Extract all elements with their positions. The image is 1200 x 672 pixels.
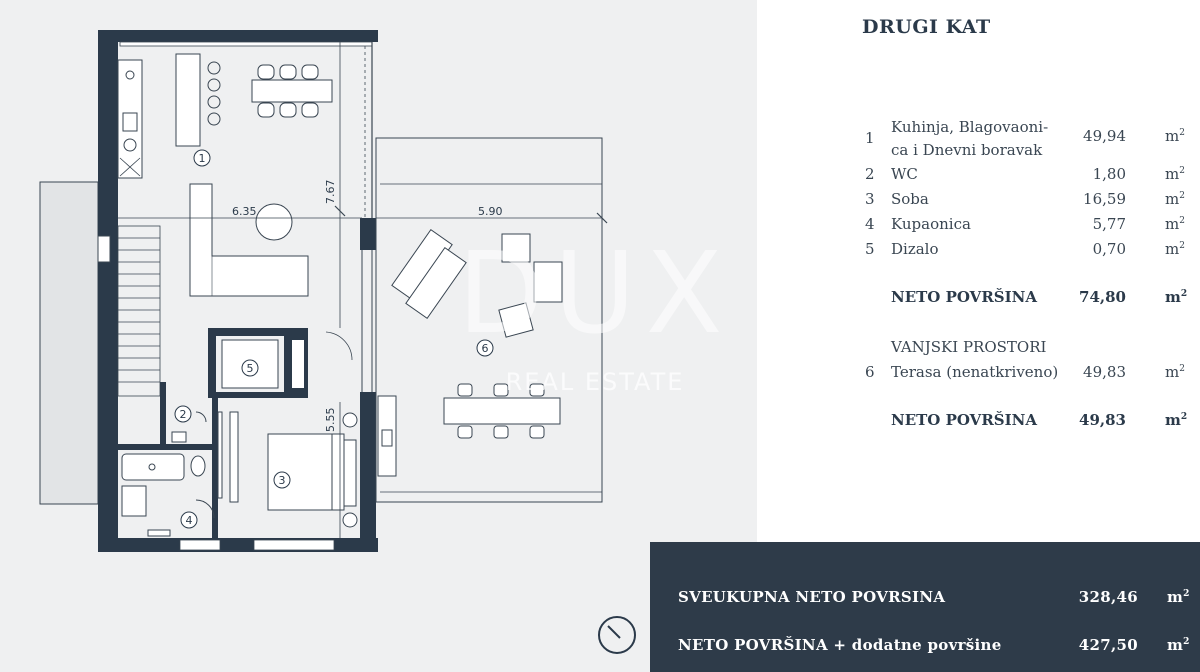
- sofa: [189, 183, 309, 297]
- marker-3: 3: [279, 474, 286, 487]
- room-area: 5,77: [1092, 215, 1126, 233]
- outer-wall-bottom: [98, 538, 378, 552]
- room-number: 2: [865, 165, 875, 183]
- room-unit: m2: [1165, 165, 1185, 183]
- net-area-label: NETO POVRŠINA: [891, 288, 1037, 306]
- terrace: [375, 137, 603, 503]
- outdoor-net-area-label: NETO POVRŠINA: [891, 411, 1037, 429]
- kitchen-counter: [117, 59, 143, 179]
- dining-table: [251, 79, 333, 103]
- extra-area-value: 427,50: [1078, 636, 1138, 654]
- marker-2: 2: [180, 408, 187, 421]
- marker-1: 1: [199, 152, 206, 165]
- marker-4: 4: [186, 514, 193, 527]
- totals-panel: SVEUKUPNA NETO POVRSINA 328,46 m2 NETO P…: [650, 542, 1200, 672]
- room-name: Soba: [891, 190, 929, 208]
- room-number: 1: [865, 129, 875, 147]
- room-name: Dizalo: [891, 240, 939, 258]
- outdoor-heading: VANJSKI PROSTORI: [891, 338, 1047, 356]
- dim-5-90: 5.90: [478, 205, 503, 218]
- room-unit: m2: [1165, 127, 1185, 145]
- room-area: 0,70: [1092, 240, 1126, 258]
- outer-wall-top: [98, 30, 378, 42]
- net-area-unit: m2: [1165, 288, 1188, 306]
- room-name: Kuhinja, Blagovaoni- ca i Dnevni boravak: [891, 116, 1061, 162]
- staircase-landing-hatch: [39, 181, 99, 505]
- dim-7-67: 7.67: [324, 180, 337, 205]
- net-area-value: 74,80: [1079, 288, 1126, 306]
- room-unit: m2: [1165, 190, 1185, 208]
- outer-wall-right-lower: [360, 392, 376, 552]
- bathtub: [121, 453, 185, 481]
- room-name: Terasa (nenatkriveno): [891, 363, 1059, 381]
- compass-icon: [598, 616, 636, 654]
- room-name: Kupaonica: [891, 215, 971, 233]
- dim-6-35: 6.35: [232, 205, 257, 218]
- room-number: 5: [865, 240, 875, 258]
- outer-wall-left: [98, 30, 118, 552]
- room-name: WC: [891, 165, 918, 183]
- marker-6: 6: [482, 342, 489, 355]
- room-unit: m2: [1165, 240, 1185, 258]
- total-net-area-unit: m2: [1167, 588, 1190, 606]
- room-name-line-2: ca i Dnevni boravak: [891, 141, 1043, 159]
- room-name-line-1: Kuhinja, Blagovaoni-: [891, 118, 1049, 136]
- room-number: 6: [865, 363, 875, 381]
- kitchen-island: [175, 53, 201, 147]
- dim-5-55: 5.55: [324, 408, 337, 433]
- room-area: 49,94: [1083, 127, 1126, 145]
- extra-area-label: NETO POVRŠINA + dodatne površine: [678, 636, 1002, 654]
- floor-plan: 6.35 7.67 5.90 5.55 1 2 3 4 5 6: [39, 30, 608, 552]
- total-net-area-label: SVEUKUPNA NETO POVRSINA: [678, 588, 946, 606]
- outdoor-net-area-unit: m2: [1165, 411, 1188, 429]
- extra-area-unit: m2: [1167, 636, 1190, 654]
- floor-title: DRUGI KAT: [862, 16, 991, 38]
- room-number: 3: [865, 190, 875, 208]
- room-area: 49,83: [1083, 363, 1126, 381]
- outdoor-net-area-value: 49,83: [1079, 411, 1126, 429]
- outer-wall-right-upper: [360, 218, 376, 250]
- room-area: 1,80: [1092, 165, 1126, 183]
- room-unit: m2: [1165, 215, 1185, 233]
- room-number: 4: [865, 215, 875, 233]
- total-net-area-value: 328,46: [1078, 588, 1138, 606]
- room-area: 16,59: [1083, 190, 1126, 208]
- marker-5: 5: [247, 362, 254, 375]
- staircase: [117, 225, 161, 397]
- room-unit: m2: [1165, 363, 1185, 381]
- coffee-table: [255, 203, 293, 241]
